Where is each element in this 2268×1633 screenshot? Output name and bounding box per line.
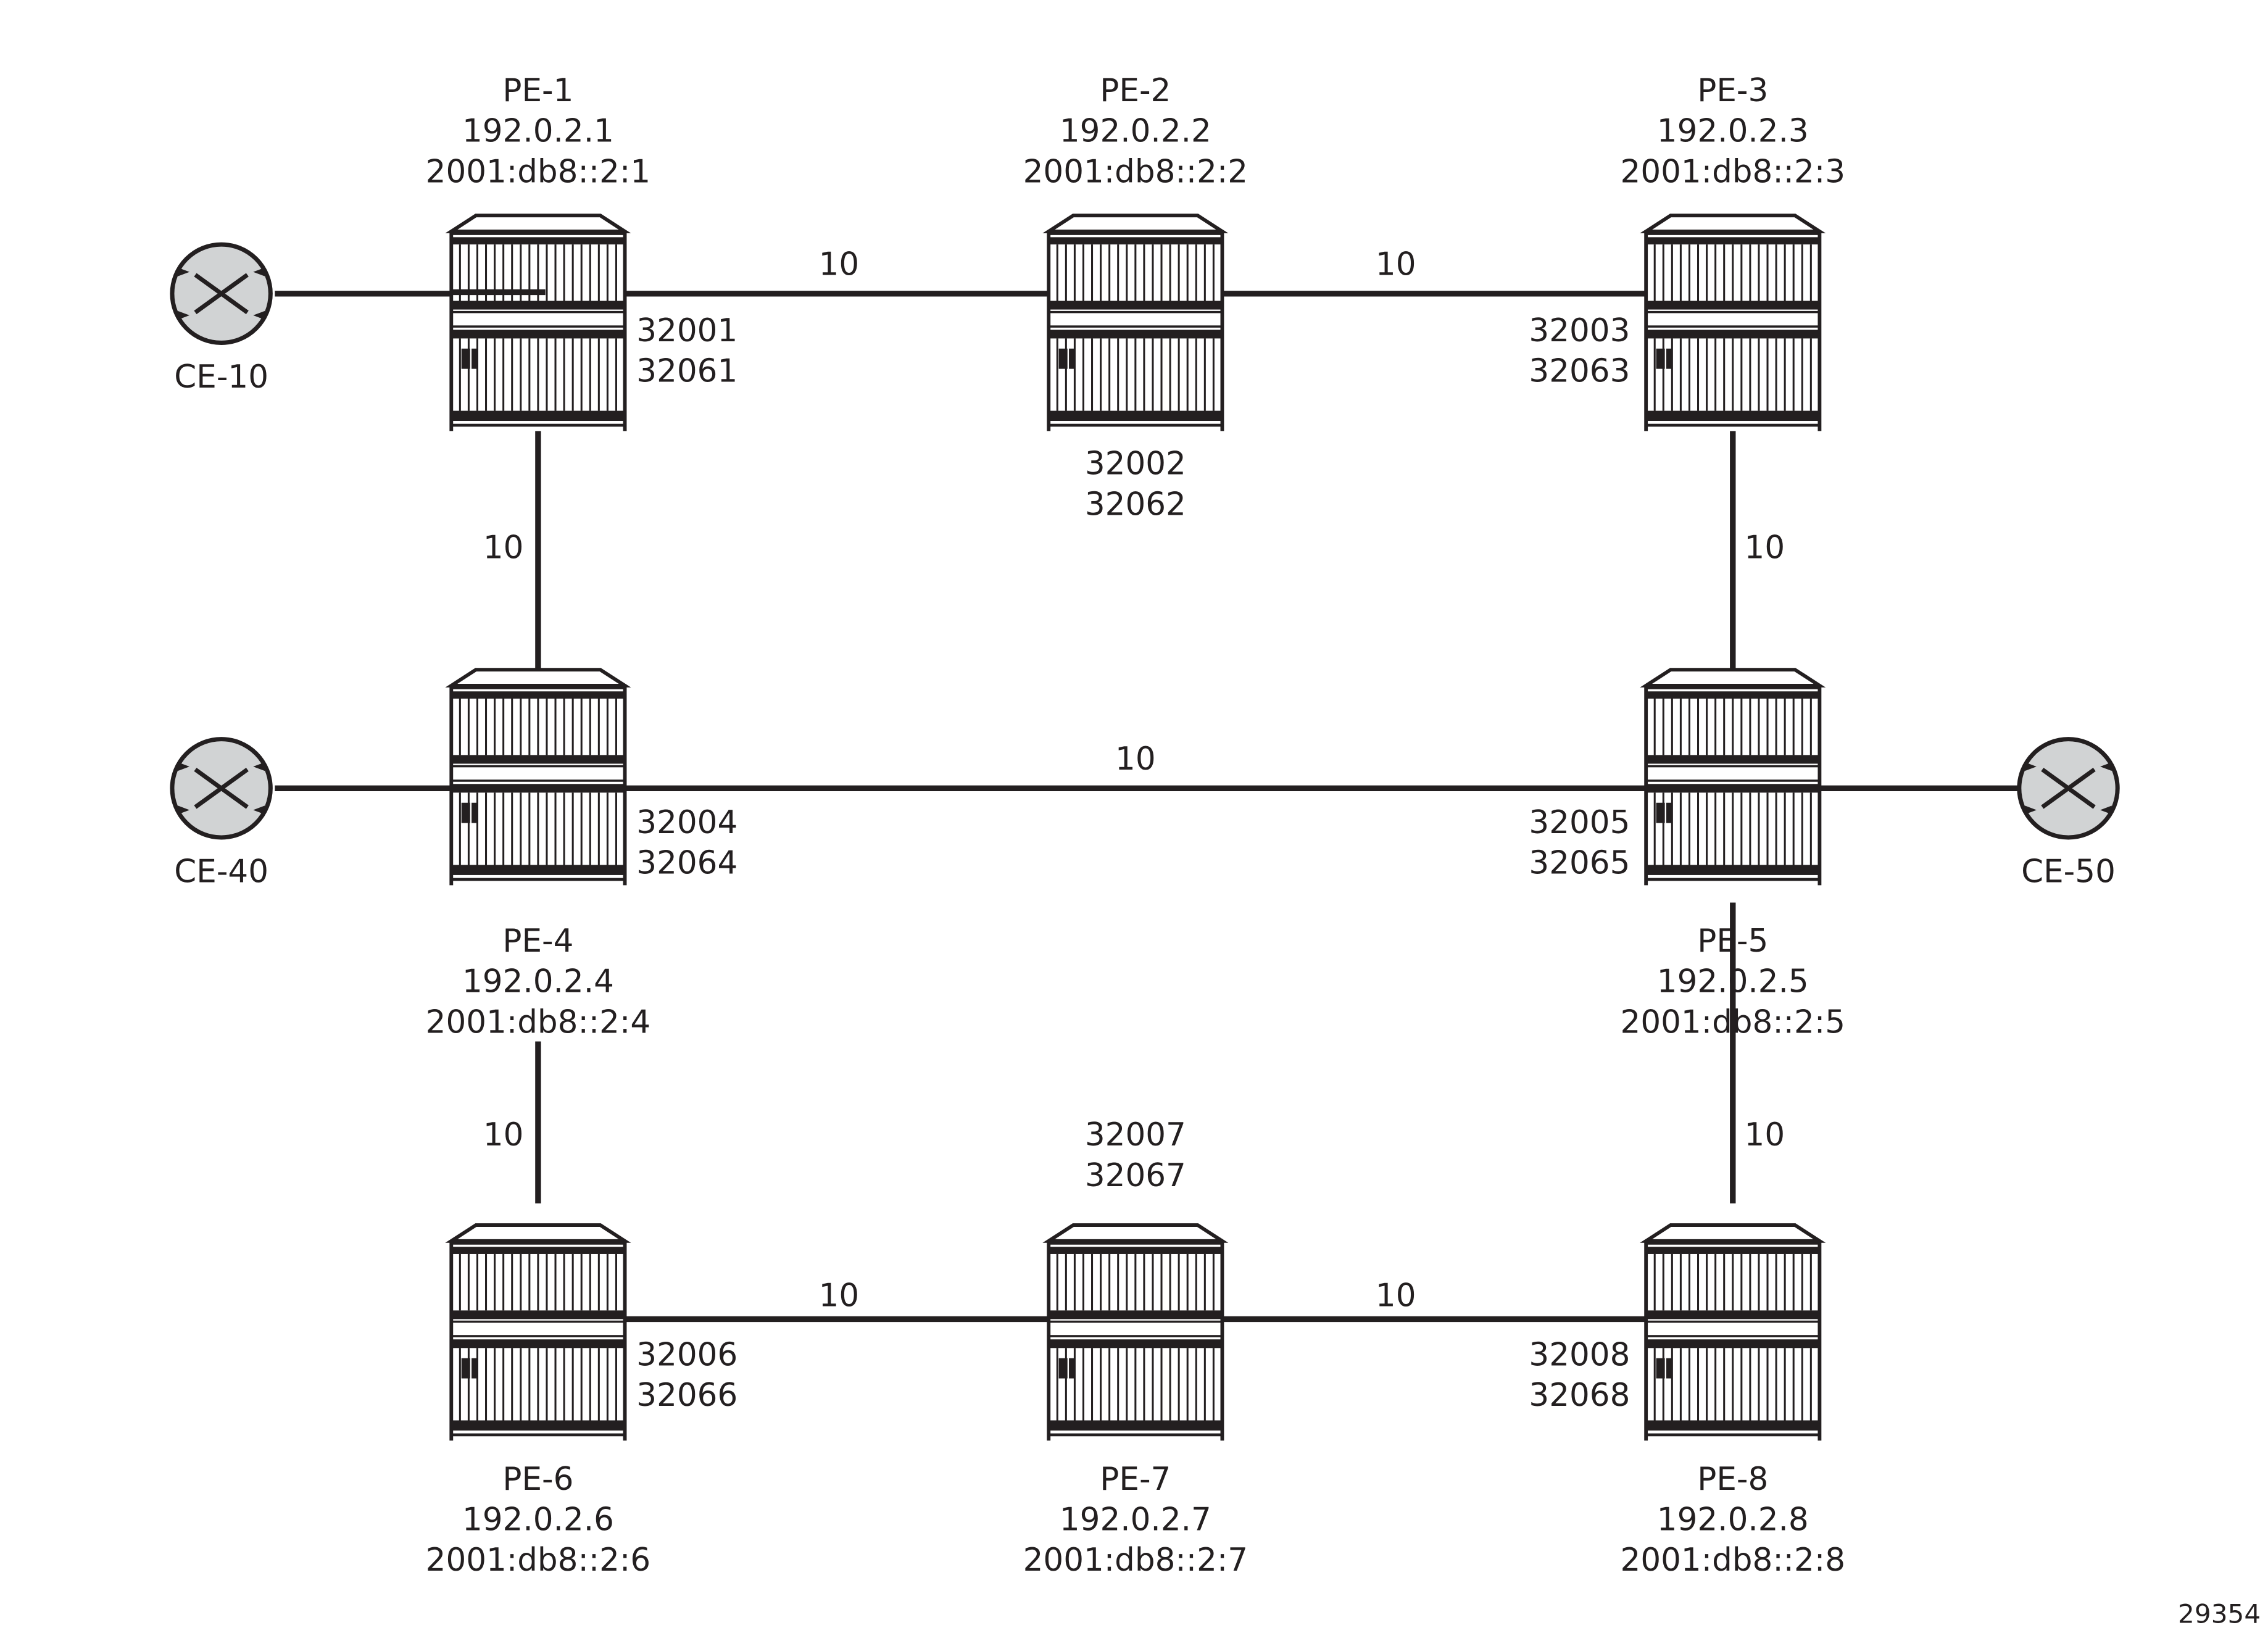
ce-label: CE-50 xyxy=(2021,854,2116,891)
router-top xyxy=(1640,214,1826,233)
ce-ce-10-router-icon xyxy=(170,242,273,345)
ce-ce-50-router-icon xyxy=(2017,737,2120,840)
led-icon xyxy=(1069,348,1075,369)
sid-label: 32065 xyxy=(1529,845,1630,882)
led-icon xyxy=(1058,1358,1068,1379)
sid-label: 32002 xyxy=(1085,446,1186,483)
link-metric: 10 xyxy=(1115,741,1156,778)
link-metric: 10 xyxy=(1376,246,1416,283)
led-icon xyxy=(461,348,470,369)
led-icon xyxy=(471,348,478,369)
sid-label: 32001 xyxy=(636,312,737,349)
router-pe-1-icon xyxy=(445,214,631,431)
link-metric: 10 xyxy=(1745,530,1785,567)
led-icon xyxy=(1058,348,1068,369)
figure-id: 29354 xyxy=(2178,1599,2261,1629)
router-ipv4-label: 192.0.2.7 xyxy=(1060,1502,1211,1539)
router-ipv6-label: 2001:db8::2:7 xyxy=(1023,1542,1248,1579)
led-icon xyxy=(1666,348,1672,369)
link-metric: 10 xyxy=(1745,1116,1785,1153)
led-icon xyxy=(471,1358,478,1379)
link-metric: 10 xyxy=(819,1277,860,1314)
sid-label: 32062 xyxy=(1085,486,1186,523)
router-pe-5-icon xyxy=(1640,668,1826,886)
router-pe-2-icon xyxy=(1042,214,1229,431)
router-ipv6-label: 2001:db8::2:2 xyxy=(1023,153,1248,190)
router-pe-4-icon xyxy=(445,668,631,886)
router-ipv6-label: 2001:db8::2:6 xyxy=(426,1542,650,1579)
router-top xyxy=(1042,1223,1229,1243)
router-pe-8-icon xyxy=(1640,1223,1826,1441)
link-metric: 10 xyxy=(483,530,524,567)
router-ipv4-label: 192.0.2.1 xyxy=(462,113,614,150)
router-ipv6-label: 2001:db8::2:3 xyxy=(1621,153,1845,190)
led-icon xyxy=(1656,802,1665,823)
sid-label: 32007 xyxy=(1085,1116,1186,1153)
router-ipv6-label: 2001:db8::2:1 xyxy=(426,153,650,190)
router-ipv6-label: 2001:db8::2:4 xyxy=(426,1003,650,1041)
router-pe-3-icon xyxy=(1640,214,1826,431)
router-name-label: PE-4 xyxy=(502,923,573,960)
sid-label: 32005 xyxy=(1529,804,1630,841)
sid-label: 32067 xyxy=(1085,1157,1186,1194)
led-icon xyxy=(471,802,478,823)
link-metric: 10 xyxy=(819,246,860,283)
links-layer xyxy=(275,291,2018,1323)
router-top xyxy=(445,1223,631,1243)
router-top xyxy=(445,668,631,688)
router-top xyxy=(1042,214,1229,233)
sid-label: 32006 xyxy=(636,1336,737,1373)
sid-label: 32066 xyxy=(636,1377,737,1414)
sid-label: 32064 xyxy=(636,845,737,882)
router-top xyxy=(445,214,631,233)
router-name-label: PE-2 xyxy=(1100,72,1171,109)
led-icon xyxy=(461,802,470,823)
led-icon xyxy=(461,1358,470,1379)
router-pe-6-icon xyxy=(445,1223,631,1441)
sid-label: 32068 xyxy=(1529,1377,1630,1414)
router-name-label: PE-6 xyxy=(502,1461,573,1498)
sid-label: 32061 xyxy=(636,353,737,390)
router-name-label: PE-8 xyxy=(1697,1461,1768,1498)
router-pe-7-icon xyxy=(1042,1223,1229,1441)
ce-label: CE-40 xyxy=(174,854,268,891)
nodes-layer xyxy=(170,214,2120,1441)
router-name-label: PE-1 xyxy=(502,72,573,109)
router-name-label: PE-3 xyxy=(1697,72,1768,109)
led-icon xyxy=(1666,802,1672,823)
router-ipv4-label: 192.0.2.2 xyxy=(1060,113,1211,150)
router-ipv4-label: 192.0.2.8 xyxy=(1657,1502,1809,1539)
router-name-label: PE-7 xyxy=(1100,1461,1171,1498)
led-icon xyxy=(1656,348,1665,369)
router-ipv4-label: 192.0.2.6 xyxy=(462,1502,614,1539)
sid-label: 32008 xyxy=(1529,1336,1630,1373)
sid-label: 32063 xyxy=(1529,353,1630,390)
led-icon xyxy=(1656,1358,1665,1379)
ce-label: CE-10 xyxy=(174,359,268,396)
router-ipv4-label: 192.0.2.4 xyxy=(462,963,614,1000)
router-top xyxy=(1640,668,1826,688)
link-metric: 10 xyxy=(1376,1277,1416,1314)
sid-label: 32003 xyxy=(1529,312,1630,349)
ce-ce-40-router-icon xyxy=(170,737,273,840)
led-icon xyxy=(1666,1358,1672,1379)
router-ipv6-label: 2001:db8::2:8 xyxy=(1621,1542,1845,1579)
router-ipv4-label: 192.0.2.3 xyxy=(1657,113,1809,150)
led-icon xyxy=(1069,1358,1075,1379)
router-top xyxy=(1640,1223,1826,1243)
link-metric: 10 xyxy=(483,1116,524,1153)
sid-label: 32004 xyxy=(636,804,737,841)
